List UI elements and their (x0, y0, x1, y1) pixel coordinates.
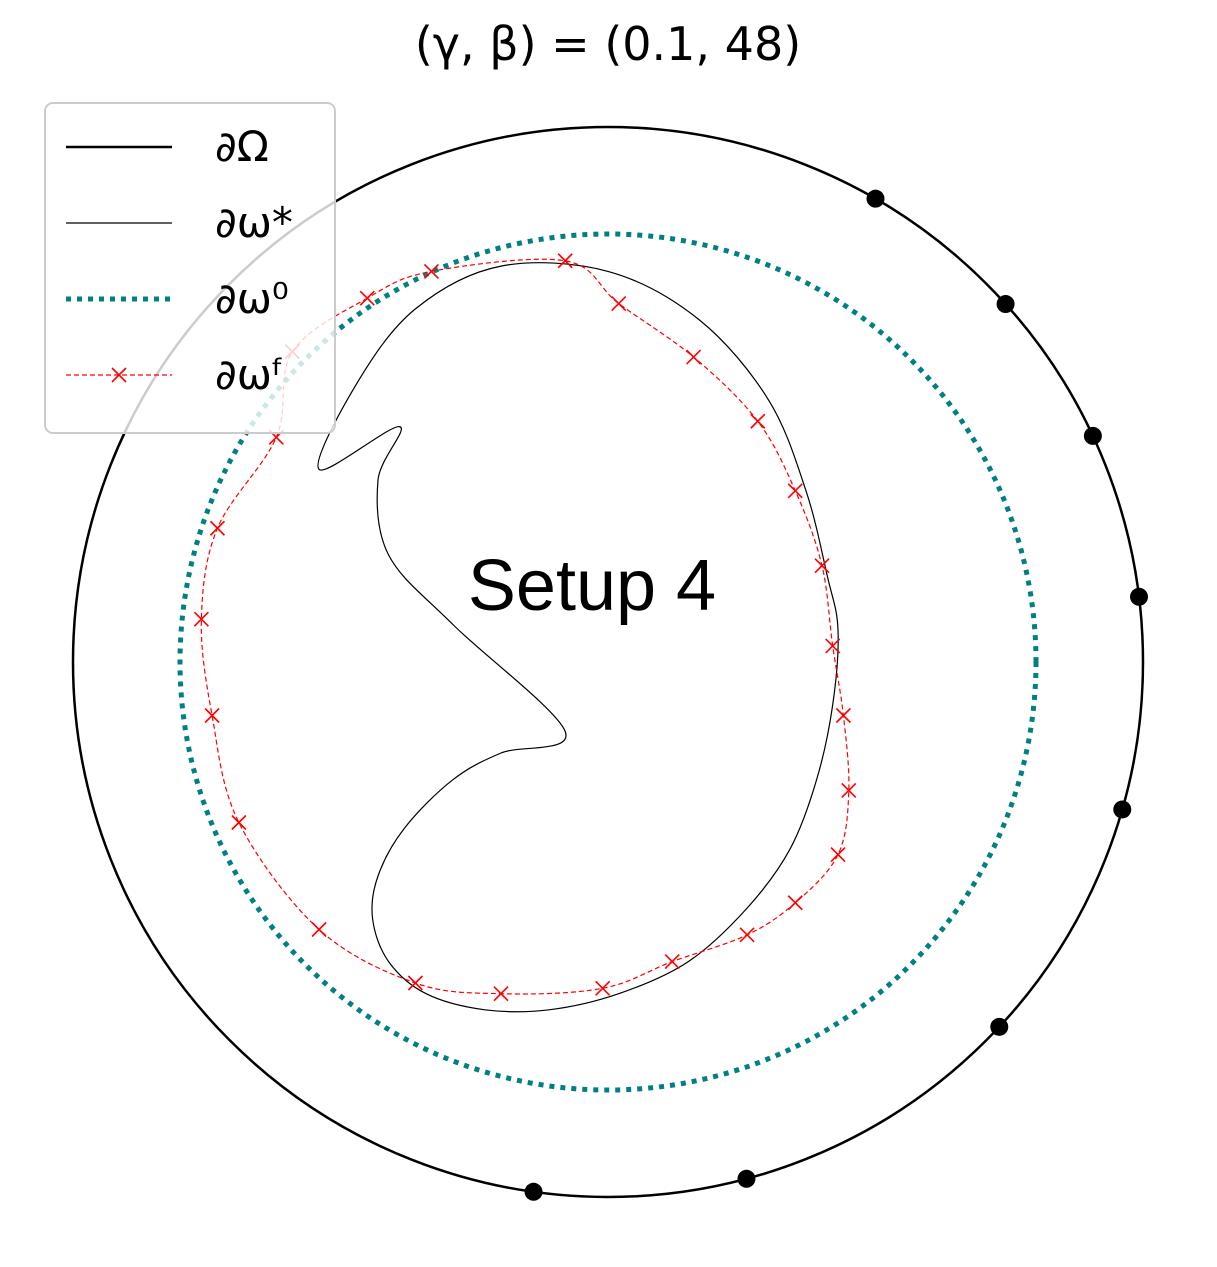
sensor-markers (524, 189, 1149, 1201)
legend-label: ∂ω* (215, 198, 293, 247)
x-marker (841, 782, 857, 798)
sensor-dot (990, 1017, 1009, 1036)
legend-label: ∂ωᶠ (215, 350, 284, 399)
x-marker (595, 980, 611, 996)
x-marker (787, 895, 803, 911)
x-marker (686, 349, 702, 365)
legend-item-2: ∂ω* (66, 198, 293, 247)
setup-annotation: Setup 4 (468, 546, 716, 626)
x-marker (204, 707, 220, 724)
legend-box (44, 102, 336, 434)
x-marker (193, 611, 209, 627)
legend-label: ∂Ω (215, 122, 269, 171)
series-3-circle (177, 231, 1039, 1093)
sensor-dot (996, 295, 1015, 314)
x-marker (814, 558, 830, 574)
x-marker (557, 253, 573, 269)
x-marker (664, 954, 680, 970)
x-marker (407, 975, 423, 991)
x-marker (750, 413, 766, 429)
chart-title: (γ, β) = (0.1, 48) (415, 17, 801, 71)
x-marker (209, 520, 226, 536)
sensor-dot (1130, 587, 1149, 606)
x-marker (423, 263, 440, 280)
x-marker (787, 483, 803, 499)
x-marker (830, 847, 846, 863)
legend-label: ∂ω⁰ (215, 274, 289, 323)
series-1-circle (71, 125, 1145, 1199)
legend-item-4: ∂ωᶠ (66, 350, 284, 399)
sensor-dot (1113, 800, 1132, 819)
x-marker (739, 927, 755, 943)
sensor-dot (866, 189, 885, 208)
series-2-curve (317, 262, 839, 1013)
sensor-dot (1083, 426, 1102, 445)
sensor-dot (524, 1182, 543, 1201)
x-marker (311, 921, 327, 938)
series-4-markers (193, 253, 857, 1002)
x-marker (111, 367, 127, 383)
x-marker (611, 295, 627, 312)
x-marker (493, 986, 509, 1002)
legend-item-1: ∂Ω (66, 122, 269, 171)
series-layer (71, 125, 1145, 1199)
legend: ∂Ω ∂ω* ∂ω⁰ ∂ωᶠ (44, 102, 336, 434)
x-marker (825, 638, 841, 654)
x-marker (231, 814, 247, 831)
legend-item-3: ∂ω⁰ (66, 274, 289, 323)
sensor-dot (737, 1169, 756, 1188)
x-marker (835, 707, 851, 724)
x-marker (359, 290, 375, 306)
